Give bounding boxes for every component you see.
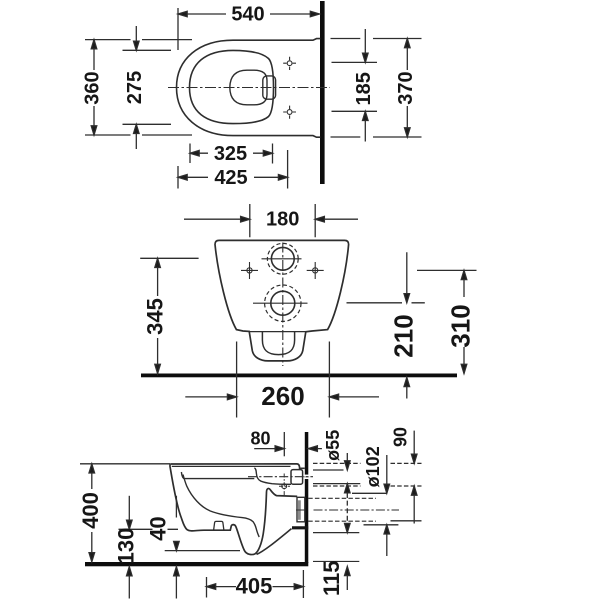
svg-text:115: 115 <box>319 561 344 597</box>
svg-text:400: 400 <box>78 492 103 529</box>
svg-text:210: 210 <box>389 314 419 357</box>
svg-text:405: 405 <box>236 574 273 599</box>
svg-text:180: 180 <box>266 209 299 231</box>
svg-text:40: 40 <box>146 516 171 540</box>
svg-text:425: 425 <box>214 167 247 189</box>
svg-text:185: 185 <box>353 72 375 105</box>
svg-text:540: 540 <box>231 4 264 26</box>
svg-text:90: 90 <box>390 427 410 447</box>
svg-text:ø102: ø102 <box>363 446 383 487</box>
svg-text:275: 275 <box>124 71 146 104</box>
svg-text:345: 345 <box>142 298 167 335</box>
svg-text:ø55: ø55 <box>323 430 343 461</box>
svg-text:80: 80 <box>250 428 270 448</box>
svg-text:310: 310 <box>445 304 475 347</box>
svg-text:360: 360 <box>81 71 103 104</box>
svg-text:260: 260 <box>261 381 304 411</box>
svg-text:130: 130 <box>114 528 139 565</box>
svg-text:325: 325 <box>214 143 247 165</box>
svg-text:370: 370 <box>395 71 417 104</box>
